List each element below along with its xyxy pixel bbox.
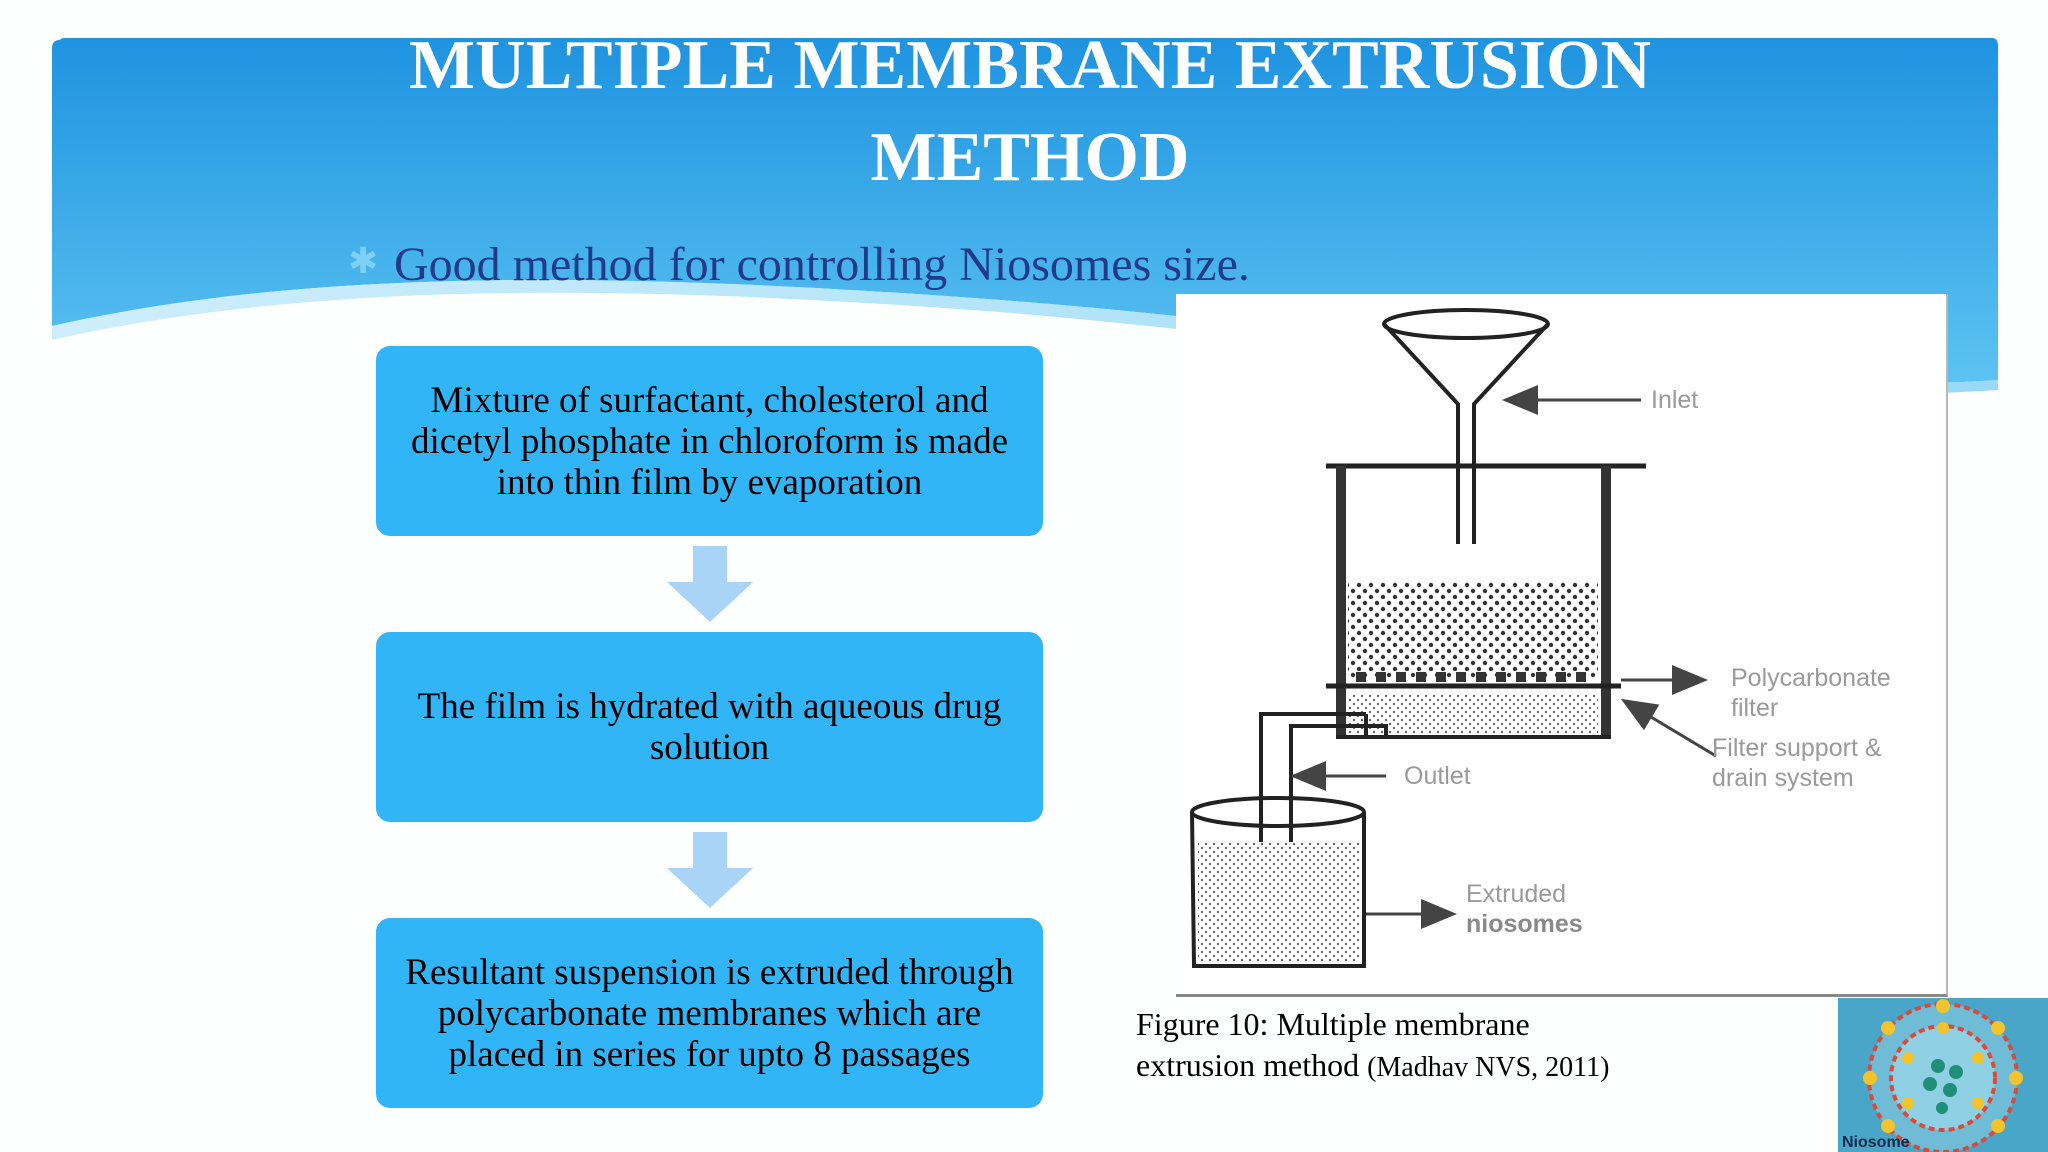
bullet-text: Good method for controlling Niosomes siz… [394, 238, 1250, 291]
flow-step-1-text: Mixture of surfactant, cholesterol and d… [411, 379, 1008, 503]
funnel-icon [1382, 308, 1550, 544]
caption-line2: extrusion method [1136, 1047, 1360, 1083]
label-outlet: Outlet [1404, 762, 1471, 790]
caption-citation: (Madhav NVS, 2011) [1367, 1052, 1610, 1083]
flow-step-3-text: Resultant suspension is extruded through… [405, 951, 1014, 1075]
flow-step-2-text: The film is hydrated with aqueous drug s… [417, 686, 1002, 768]
label-inlet: Inlet [1651, 386, 1698, 414]
label-extruded-line2: niosomes [1466, 910, 1583, 938]
slide-title-line1: MULTIPLE MEMBRANE EXTRUSION [408, 27, 1652, 104]
flow-step-3: Resultant suspension is extruded through… [376, 918, 1043, 1108]
extrusion-vessel [1326, 463, 1646, 739]
caption-line1: Figure 10: Multiple membrane [1136, 1006, 1530, 1042]
figure-caption: Figure 10: Multiple membrane extrusion m… [1136, 1004, 1696, 1088]
asterisk-bullet-icon: ✱ [348, 241, 379, 281]
down-arrow-icon [667, 546, 753, 622]
label-filter-line1: Polycarbonate [1731, 664, 1891, 692]
label-filter-line2: filter [1731, 694, 1778, 722]
logo-text: Niosome [1842, 1134, 1910, 1151]
flow-step-1: Mixture of surfactant, cholesterol and d… [376, 346, 1043, 536]
flow-step-2: The film is hydrated with aqueous drug s… [376, 632, 1043, 822]
extrusion-apparatus-figure: Inlet Polycarbonate filter Filter su [1176, 294, 1948, 997]
label-extruded-line1: Extruded [1466, 880, 1566, 908]
label-support-line2: drain system [1712, 764, 1854, 792]
down-arrow-icon [667, 832, 753, 908]
collection-beaker [1190, 796, 1366, 968]
slide-title-line2: METHOD [870, 119, 1190, 196]
label-support-line1: Filter support & [1712, 734, 1882, 762]
niosome-logo-icon [1838, 998, 2048, 1152]
